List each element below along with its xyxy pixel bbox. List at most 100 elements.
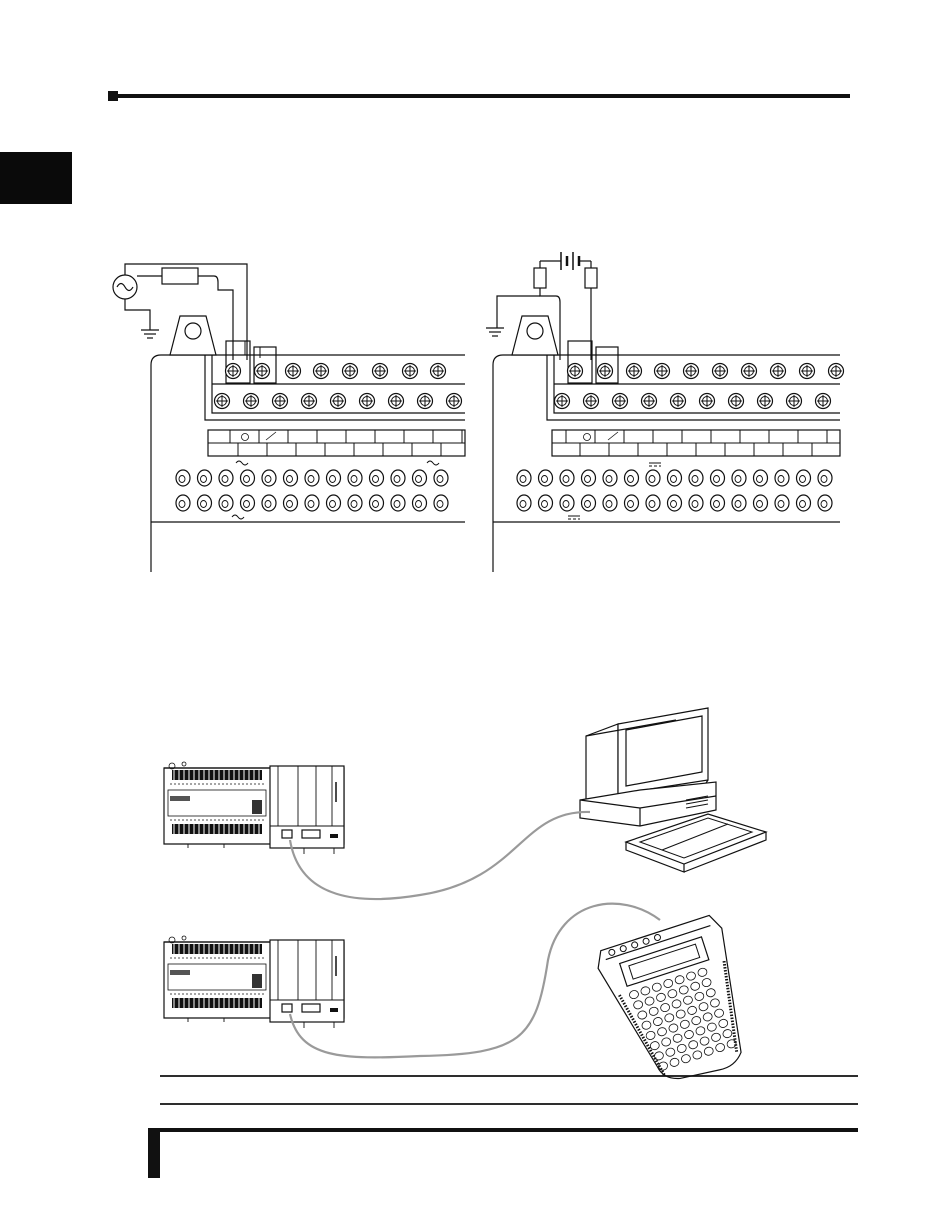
terminal-screw (771, 364, 786, 379)
computer-icon (580, 708, 766, 872)
status-led (582, 495, 596, 511)
status-led (668, 470, 682, 486)
status-led (262, 495, 276, 511)
status-led (797, 495, 811, 511)
status-led (370, 495, 384, 511)
status-led (413, 470, 427, 486)
terminal-screw (584, 394, 599, 409)
status-led (646, 495, 660, 511)
status-led (198, 495, 212, 511)
terminal-screw (671, 394, 686, 409)
status-led (219, 470, 233, 486)
status-led (668, 495, 682, 511)
terminal-screw (684, 364, 699, 379)
terminal-screw (742, 364, 757, 379)
status-led (176, 470, 190, 486)
terminal-screw (331, 394, 346, 409)
ground-icon (141, 330, 159, 338)
status-led (539, 470, 553, 486)
status-led (775, 495, 789, 511)
status-led (754, 470, 768, 486)
header-marker (108, 91, 118, 101)
status-led (711, 470, 725, 486)
terminal-screw (215, 394, 230, 409)
status-led (176, 495, 190, 511)
terminal-screw (816, 394, 831, 409)
ac-led-rows (176, 470, 448, 511)
terminal-screw (555, 394, 570, 409)
dc-wiring-figure (486, 252, 844, 572)
status-led (603, 495, 617, 511)
terminal-screw (273, 394, 288, 409)
dc-led-rows (517, 470, 832, 511)
terminal-screw (598, 364, 613, 379)
status-led (262, 470, 276, 486)
status-led (732, 470, 746, 486)
plc-unit-top (164, 762, 344, 854)
terminal-screw (829, 364, 844, 379)
status-led (560, 470, 574, 486)
ac-screws-bot (215, 394, 462, 409)
terminal-screw (403, 364, 418, 379)
terminal-screw (255, 364, 270, 379)
ac-screws-top (226, 364, 446, 379)
terminal-screw (787, 394, 802, 409)
status-led (241, 495, 255, 511)
note-marker (148, 1128, 160, 1178)
status-led (603, 470, 617, 486)
status-led (327, 470, 341, 486)
terminal-screw (302, 394, 317, 409)
ac-wiring-figure (113, 264, 465, 572)
status-led (348, 495, 362, 511)
terminal-screw (800, 364, 815, 379)
terminal-screw (244, 394, 259, 409)
terminal-screw (360, 394, 375, 409)
status-led (370, 470, 384, 486)
terminal-screw (713, 364, 728, 379)
terminal-screw (373, 364, 388, 379)
header (108, 91, 850, 101)
terminal-screw (627, 364, 642, 379)
status-led (517, 495, 531, 511)
terminal-screw (655, 364, 670, 379)
terminal-screw (447, 394, 462, 409)
dc-screws-top (568, 364, 844, 379)
status-led (560, 495, 574, 511)
status-led (646, 470, 660, 486)
terminal-screw (389, 394, 404, 409)
terminal-screw (226, 364, 241, 379)
status-led (327, 495, 341, 511)
status-led (305, 495, 319, 511)
status-led (539, 495, 553, 511)
terminal-screw (642, 394, 657, 409)
terminal-screw (568, 364, 583, 379)
status-led (625, 470, 639, 486)
terminal-screw (418, 394, 433, 409)
status-led (711, 495, 725, 511)
terminal-screw (700, 394, 715, 409)
fuse-icon (162, 268, 198, 284)
plc-unit-bottom (164, 936, 344, 1028)
status-led (348, 470, 362, 486)
status-led (818, 470, 832, 486)
status-led (219, 495, 233, 511)
status-led (284, 495, 298, 511)
terminal-screw (729, 394, 744, 409)
status-led (775, 470, 789, 486)
ground-icon (486, 328, 504, 336)
status-led (413, 495, 427, 511)
status-led (305, 470, 319, 486)
terminal-screw (314, 364, 329, 379)
status-led (689, 495, 703, 511)
fuse-icon (585, 268, 597, 288)
status-led (434, 495, 448, 511)
status-led (198, 470, 212, 486)
status-led (625, 495, 639, 511)
handheld-cable (290, 904, 660, 1058)
status-led (689, 470, 703, 486)
dc-screws-bot (555, 394, 831, 409)
terminal-screw (758, 394, 773, 409)
fuse-icon (534, 268, 546, 288)
status-led (582, 470, 596, 486)
